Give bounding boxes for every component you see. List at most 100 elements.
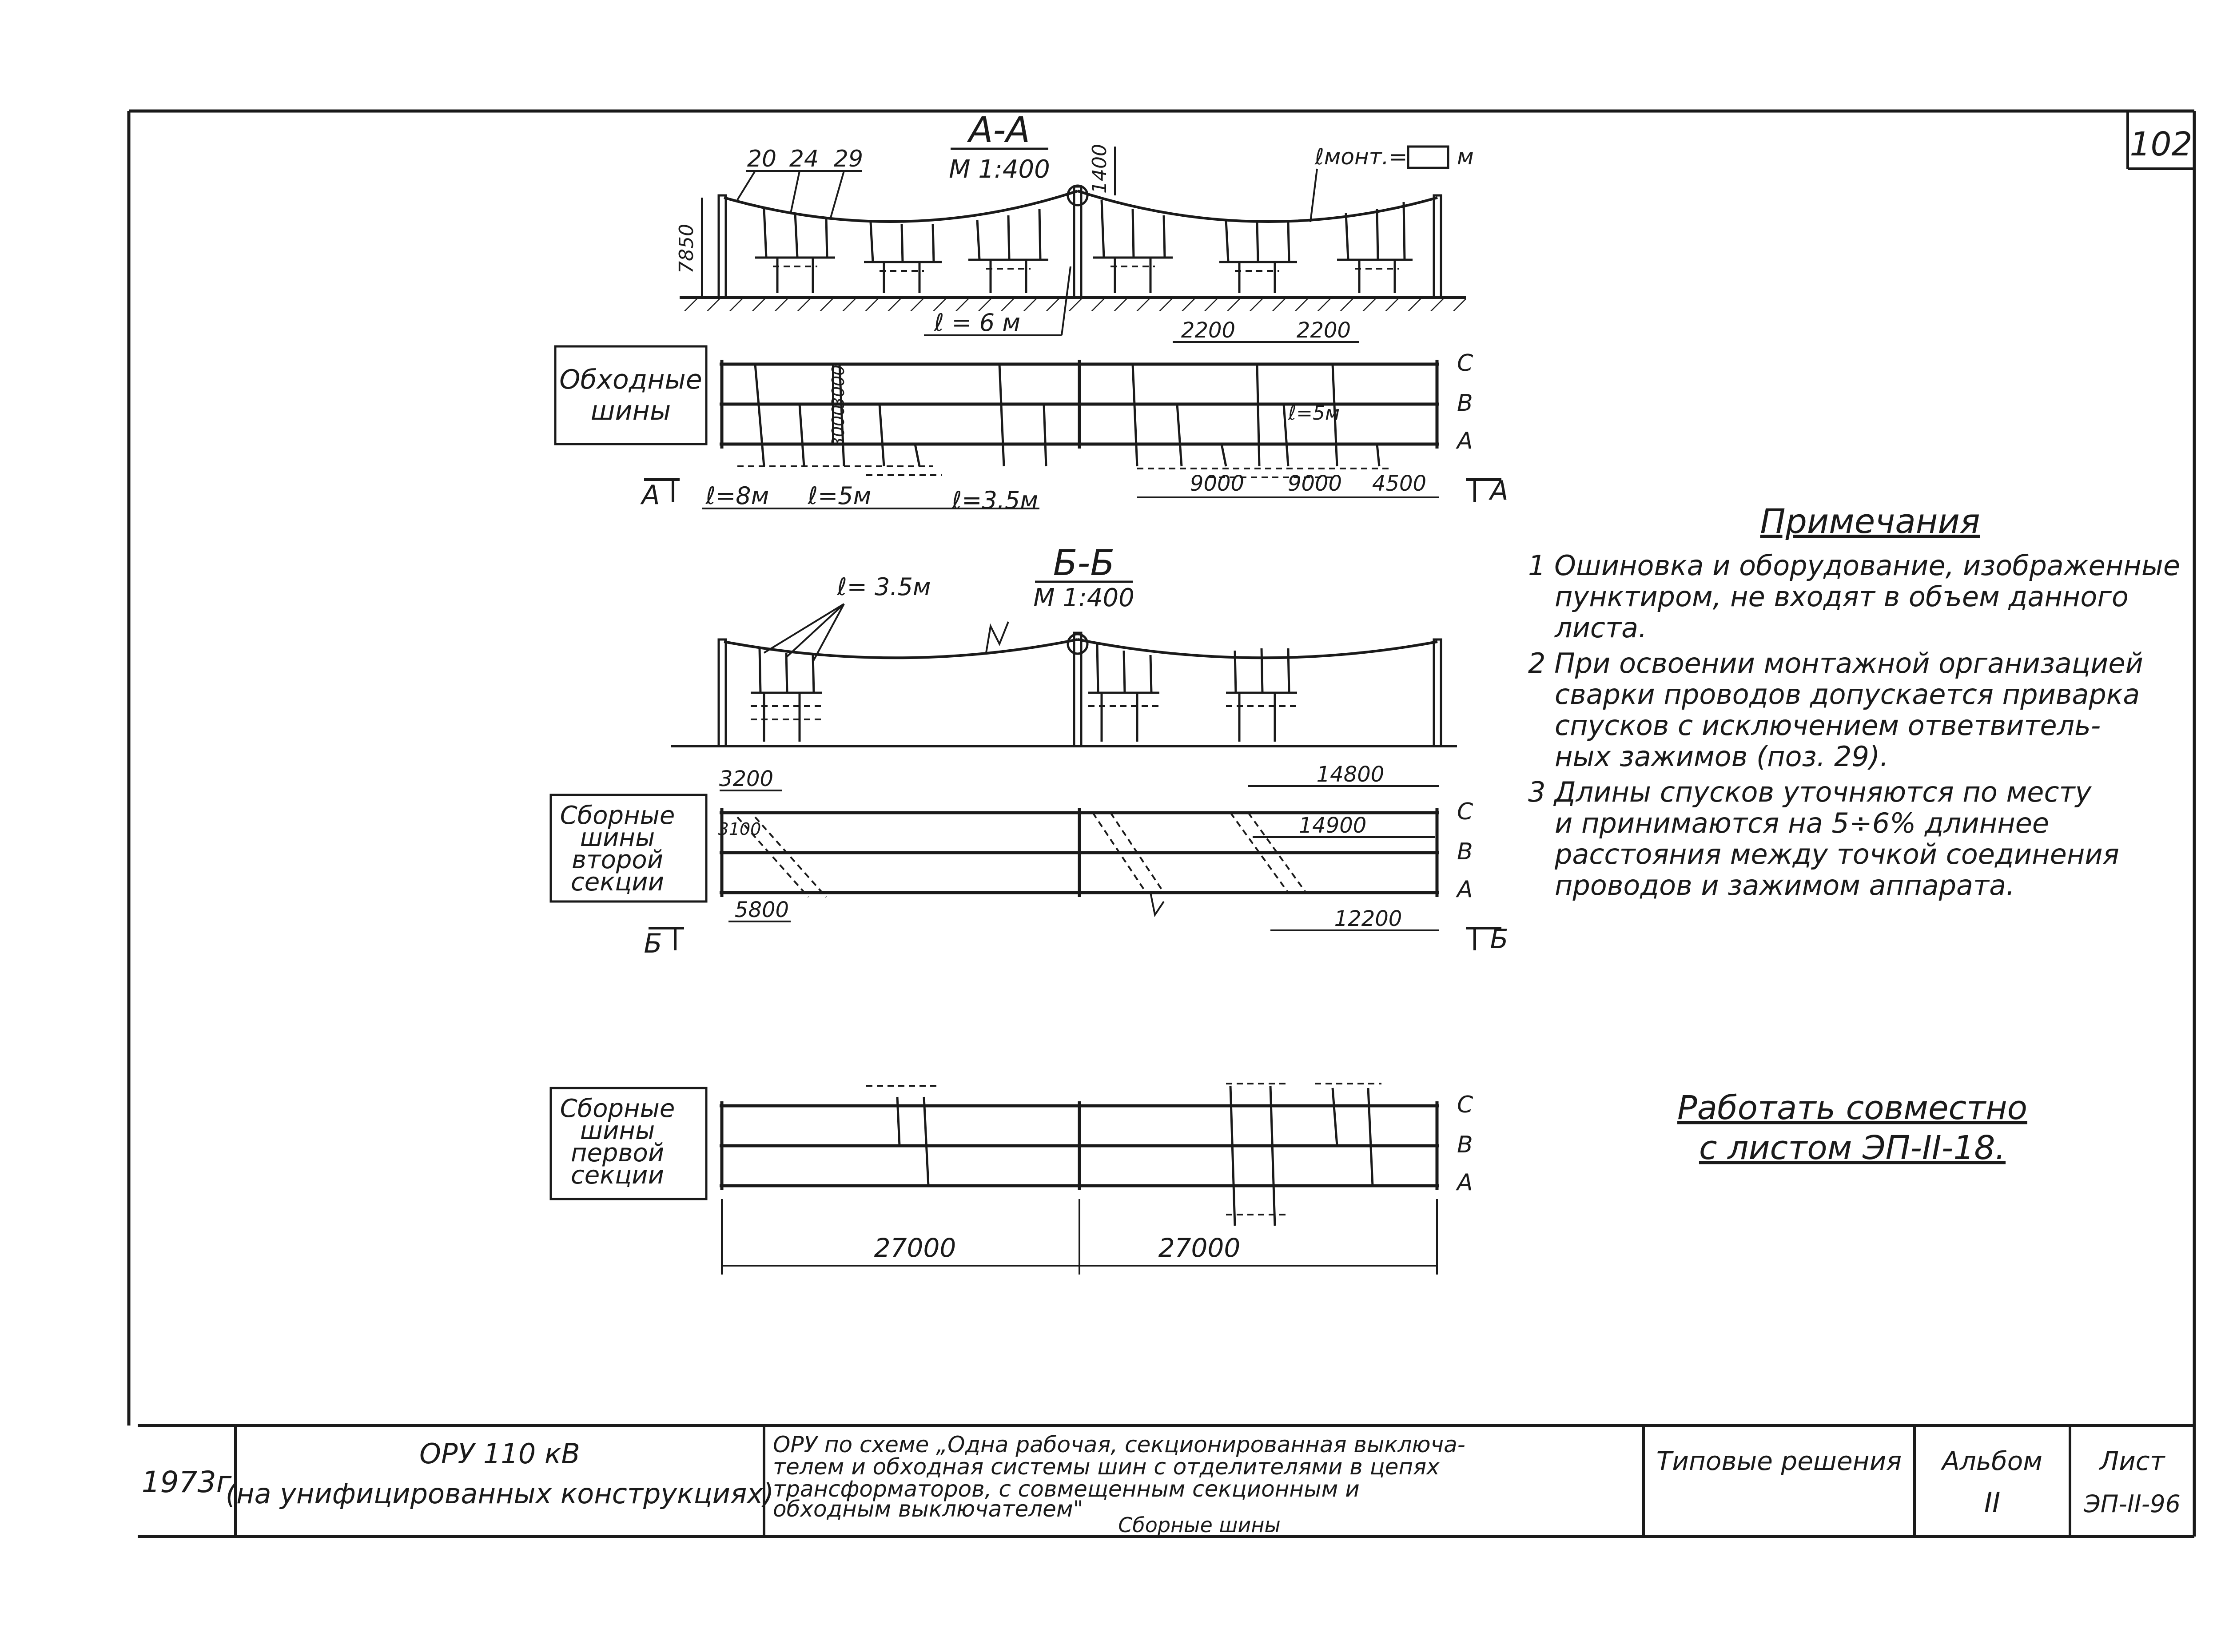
second-phase-b: В xyxy=(1457,838,1473,865)
note-line-9: и принимаются на 5÷6% длиннее xyxy=(1555,807,2049,839)
bypass-l-5m: ℓ=5м xyxy=(808,482,872,510)
bypass-label-line1: Обходные xyxy=(559,364,702,395)
second-dim-5800: 5800 xyxy=(735,897,789,922)
second-label-line2: шины xyxy=(580,823,655,852)
title-desc-line1: ОРУ по схеме „Одна рабочая, секционирова… xyxy=(773,1432,1465,1457)
cooperate-line2: с листом ЭП-II-18. xyxy=(1699,1129,2006,1167)
cooperate-line1: Работать совместно xyxy=(1677,1089,2027,1127)
notes-block: Примечания 1 Ошиновка и оборудование, из… xyxy=(1528,501,2180,901)
first-dim-27000-right: 27000 xyxy=(1158,1233,1241,1263)
section-bb-title: Б-Б xyxy=(1053,542,1115,584)
pos-label-20: 20 xyxy=(747,146,776,172)
bypass-l-8m: ℓ=8м xyxy=(705,482,769,510)
busbar-span-right xyxy=(1077,190,1438,223)
cut-b-left: Б xyxy=(644,928,662,959)
cut-a-right: А xyxy=(1488,475,1508,506)
second-dim-3100: 3100 xyxy=(718,819,761,839)
mount-length-label: ℓмонт.= xyxy=(1314,144,1408,170)
second-dim-12200: 12200 xyxy=(1334,906,1402,931)
sheet-number: 102 xyxy=(2129,125,2192,163)
drawing-frame xyxy=(127,109,2196,1537)
bypass-dim-9000-a: 9000 xyxy=(1190,471,1244,496)
cut-b-right: Б xyxy=(1490,924,1508,955)
notes-title: Примечания xyxy=(1760,501,1980,541)
height-label: 7850 xyxy=(675,224,698,274)
section-aa-scale: М 1:400 xyxy=(949,155,1050,184)
busbar-span-left xyxy=(724,190,1078,223)
first-label-line3: первой xyxy=(571,1139,664,1168)
section-bb-elevation: Б-Б М 1:400 ℓ= 3.5м xyxy=(671,542,1457,747)
bypass-label-box xyxy=(554,345,708,445)
drop-length-bb: ℓ= 3.5м xyxy=(836,573,931,601)
pos-label-24: 24 xyxy=(789,146,819,172)
second-phase-c: С xyxy=(1457,798,1473,825)
title-album-value: II xyxy=(1984,1486,2001,1519)
bypass-label-line2: шины xyxy=(591,395,671,426)
second-dim-14800: 14800 xyxy=(1317,762,1385,787)
second-label-line1: Сборные xyxy=(560,801,675,830)
section-aa-title: А-А xyxy=(967,109,1030,151)
note-line-4: 2 При освоении монтажной организацией xyxy=(1528,647,2143,679)
bypass-busbar-plan: Обходные шины С В А 2200 2200 3000 3000 … xyxy=(554,318,1509,514)
cooperate-note: Работать совместно с листом ЭП-II-18. xyxy=(1677,1089,2027,1167)
note-line-11: проводов и зажимом аппарата. xyxy=(1555,869,2015,901)
title-desc-line4: обходным выключателем" xyxy=(773,1496,1083,1522)
bypass-dim-9000-b: 9000 xyxy=(1288,471,1342,496)
bypass-dim-2200-right: 2200 xyxy=(1297,318,1351,343)
bypass-dim-4500: 4500 xyxy=(1372,471,1426,496)
first-dim-27000-left: 27000 xyxy=(874,1233,956,1263)
first-label-line2: шины xyxy=(580,1116,655,1145)
title-desc-line2: телем и обходная системы шин с отделител… xyxy=(773,1454,1440,1480)
title-album-label: Альбом xyxy=(1940,1446,2042,1476)
first-section-label-box xyxy=(549,1087,708,1200)
bypass-phase-b: В xyxy=(1457,390,1473,417)
title-sheet-value: ЭП-II-96 xyxy=(2083,1490,2181,1518)
note-line-6: спусков с исключением ответвитель- xyxy=(1555,709,2101,742)
note-line-8: 3 Длины спусков уточняются по месту xyxy=(1528,776,2092,808)
second-section-label-box xyxy=(549,794,708,903)
title-type-label: Типовые решения xyxy=(1656,1446,1902,1476)
bypass-phase-a: А xyxy=(1456,428,1473,454)
mount-length-unit: м xyxy=(1457,144,1474,170)
title-sheet-label: Лист xyxy=(2099,1446,2166,1476)
title-year: 1973г xyxy=(142,1465,232,1499)
section-aa-elevation: А-А М 1:400 7850 xyxy=(675,109,1474,337)
drop-length-aa: ℓ = 6 м xyxy=(934,309,1020,337)
bypass-l-5m-right: ℓ=5м xyxy=(1288,402,1340,425)
section-bb-scale: М 1:400 xyxy=(1033,584,1134,612)
bypass-spacing-top: 3000 xyxy=(828,365,848,408)
cut-a-left: А xyxy=(640,480,660,511)
first-section-busbar-plan: Сборные шины первой секции С В А 27000 2… xyxy=(549,1083,1473,1275)
second-label-line4: секции xyxy=(571,868,664,897)
title-block xyxy=(138,1424,2194,1538)
second-phase-a: А xyxy=(1456,876,1473,903)
note-line-10: расстояния между точкой соединения xyxy=(1554,838,2119,870)
sag-label: 1400 xyxy=(1088,144,1111,194)
bypass-dim-2200-left: 2200 xyxy=(1181,318,1235,343)
title-desc-line5: Сборные шины xyxy=(1118,1513,1281,1537)
equipment-groups xyxy=(755,199,1413,293)
note-line-3: листа. xyxy=(1554,612,1647,644)
title-desc-line3: трансформаторов, с совмещенным секционны… xyxy=(773,1476,1360,1502)
note-line-5: сварки проводов допускается приварка xyxy=(1555,678,2140,711)
second-dim-3200: 3200 xyxy=(719,766,773,791)
portal-posts-bb xyxy=(717,631,1442,747)
second-section-busbar-plan: Сборные шины второй секции С В А 3200 31… xyxy=(549,762,1509,959)
title-project-line1: ОРУ 110 кВ xyxy=(419,1438,580,1470)
first-phase-a: А xyxy=(1456,1169,1473,1196)
second-dim-14900: 14900 xyxy=(1299,813,1367,838)
bypass-phase-c: С xyxy=(1457,350,1473,377)
first-label-line1: Сборные xyxy=(560,1094,675,1123)
note-line-1: 1 Ошиновка и оборудование, изображенные xyxy=(1528,549,2180,582)
bypass-l-3-5m: ℓ=3.5м xyxy=(951,486,1038,514)
first-label-line4: секции xyxy=(571,1161,664,1190)
first-phase-c: С xyxy=(1457,1092,1473,1118)
note-line-2: пунктиром, не входят в объем данного xyxy=(1555,580,2129,613)
mount-length-blank-box xyxy=(1407,145,1449,169)
title-project-line2: (на унифицированных конструкциях) xyxy=(226,1477,774,1510)
first-phase-b: В xyxy=(1457,1132,1473,1158)
bypass-spacing-bottom: 3000 xyxy=(828,405,848,448)
pos-label-29: 29 xyxy=(834,146,863,172)
second-label-line3: второй xyxy=(572,846,663,874)
